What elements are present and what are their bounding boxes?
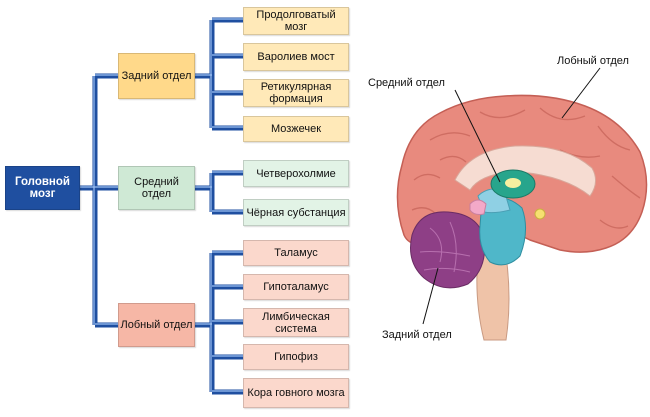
root-box: Головной мозг xyxy=(5,166,80,210)
fore-item-label: Гипофиз xyxy=(274,351,318,363)
fore-item-pituitary: Гипофиз xyxy=(243,344,349,370)
fore-item-label: Таламус xyxy=(274,247,318,259)
root-label: Головной мозг xyxy=(15,176,70,200)
brainstem xyxy=(479,196,526,266)
connector-hind xyxy=(195,17,243,131)
leader-hind xyxy=(422,267,439,325)
connector-root-trunk xyxy=(80,73,118,328)
hind-item-label: Варолиев мост xyxy=(257,51,335,63)
fore-item-label: Кора говного мозга xyxy=(247,387,345,399)
branch-middle-label: Средний отдел xyxy=(134,176,179,200)
leader-middle xyxy=(454,89,501,183)
hind-item-medulla: Продолговатый мозг xyxy=(243,7,349,35)
branch-fore: Лобный отдел xyxy=(118,303,195,347)
pituitary xyxy=(534,208,546,220)
hind-item-pons: Варолиев мост xyxy=(243,43,349,71)
middle-item-tectum: Четверохолмие xyxy=(243,160,349,187)
fore-item-limbic: Лимбическая система xyxy=(243,308,349,337)
hind-item-label: Продолговатый мозг xyxy=(256,9,336,33)
hind-item-reticular: Ретикулярная формация xyxy=(243,79,349,107)
connector-middle xyxy=(195,170,243,215)
middle-item-label: Чёрная субстанция xyxy=(246,206,346,219)
cerebellum xyxy=(410,211,486,289)
branch-hind: Задний отдел xyxy=(118,53,195,99)
branch-hind-label: Задний отдел xyxy=(121,70,192,82)
middle-item-label: Четверохолмие xyxy=(256,167,336,180)
spinal-cord xyxy=(476,254,510,341)
brain-label-frontal: Лобный отдел xyxy=(557,55,629,67)
fore-item-cortex: Кора говного мозга xyxy=(243,378,349,408)
fore-item-label: Гипоталамус xyxy=(263,281,329,293)
hind-item-cerebellum: Мозжечек xyxy=(243,116,349,142)
leader-frontal xyxy=(561,67,601,119)
hypothalamus xyxy=(469,199,487,215)
fore-item-hypothalamus: Гипоталамус xyxy=(243,274,349,300)
branch-fore-label: Лобный отдел xyxy=(120,319,193,331)
fore-item-thalamus: Таламус xyxy=(243,240,349,266)
brain-label-middle: Средний отдел xyxy=(368,77,445,89)
branch-middle: Средний отдел xyxy=(118,166,195,210)
fore-item-label: Лимбическая система xyxy=(262,310,330,335)
middle-item-substantia-nigra: Чёрная субстанция xyxy=(243,199,349,226)
hind-item-label: Мозжечек xyxy=(270,123,322,135)
brain-label-hind: Задний отдел xyxy=(382,329,452,341)
connector-fore xyxy=(195,250,243,395)
hind-item-label: Ретикулярная формация xyxy=(260,81,332,105)
